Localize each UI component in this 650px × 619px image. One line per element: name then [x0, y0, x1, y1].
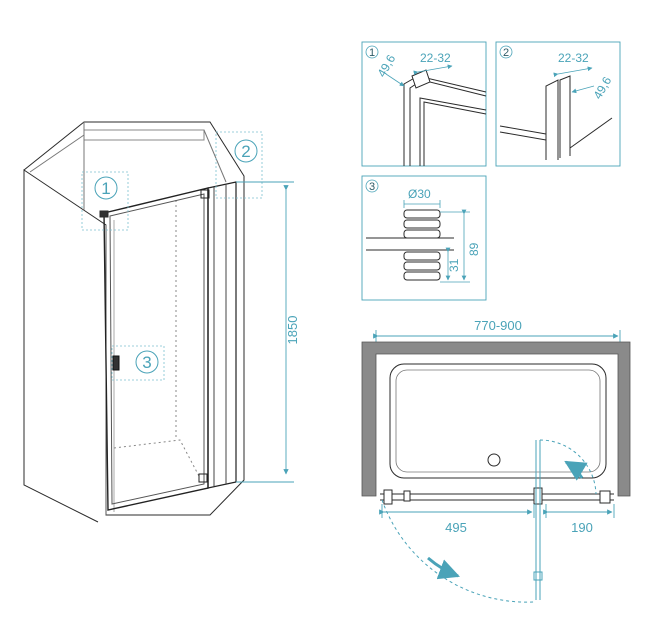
callout-circles [94, 139, 258, 374]
hinge-top [200, 189, 210, 199]
svg-text:1: 1 [369, 47, 375, 59]
plan-view: 770-900 [361, 318, 631, 603]
floor-dashed [113, 439, 201, 479]
callout-2-label: 2 [241, 142, 250, 161]
detail3-height-lower: 31 [447, 258, 461, 272]
fixed-panel [207, 181, 237, 489]
height-dimension [236, 181, 294, 483]
main-view [23, 121, 245, 523]
door-frame [103, 187, 209, 511]
detail-2: 2 22-32 49,6 [495, 41, 621, 167]
hinge-bottom [198, 473, 208, 483]
shower-tray [389, 363, 607, 479]
door-handle [112, 355, 120, 371]
plan-door-label: 495 [445, 520, 467, 535]
detail3-height-total: 89 [467, 242, 481, 256]
detail2-width: 22-32 [558, 51, 589, 65]
detail-3: 3 Ø30 89 31 [361, 175, 487, 301]
niche-outline [23, 121, 245, 523]
drain [487, 453, 501, 467]
detail3-diameter: Ø30 [408, 187, 431, 201]
detail1-width: 22-32 [420, 51, 451, 65]
svg-text:2: 2 [503, 47, 509, 59]
plan-walls [361, 341, 631, 497]
svg-text:3: 3 [369, 181, 375, 193]
callout-3-label: 3 [142, 353, 151, 372]
callout-boxes [81, 131, 263, 381]
callout-box-3 [111, 345, 165, 381]
height-label: 1850 [285, 316, 300, 345]
plan-fixed-label: 190 [571, 520, 593, 535]
callout-1-label: 1 [101, 179, 110, 198]
detail-1: 1 22-32 49,6 [361, 41, 487, 167]
plan-width-label: 770-900 [474, 318, 522, 333]
niche-back-wall [83, 129, 205, 141]
